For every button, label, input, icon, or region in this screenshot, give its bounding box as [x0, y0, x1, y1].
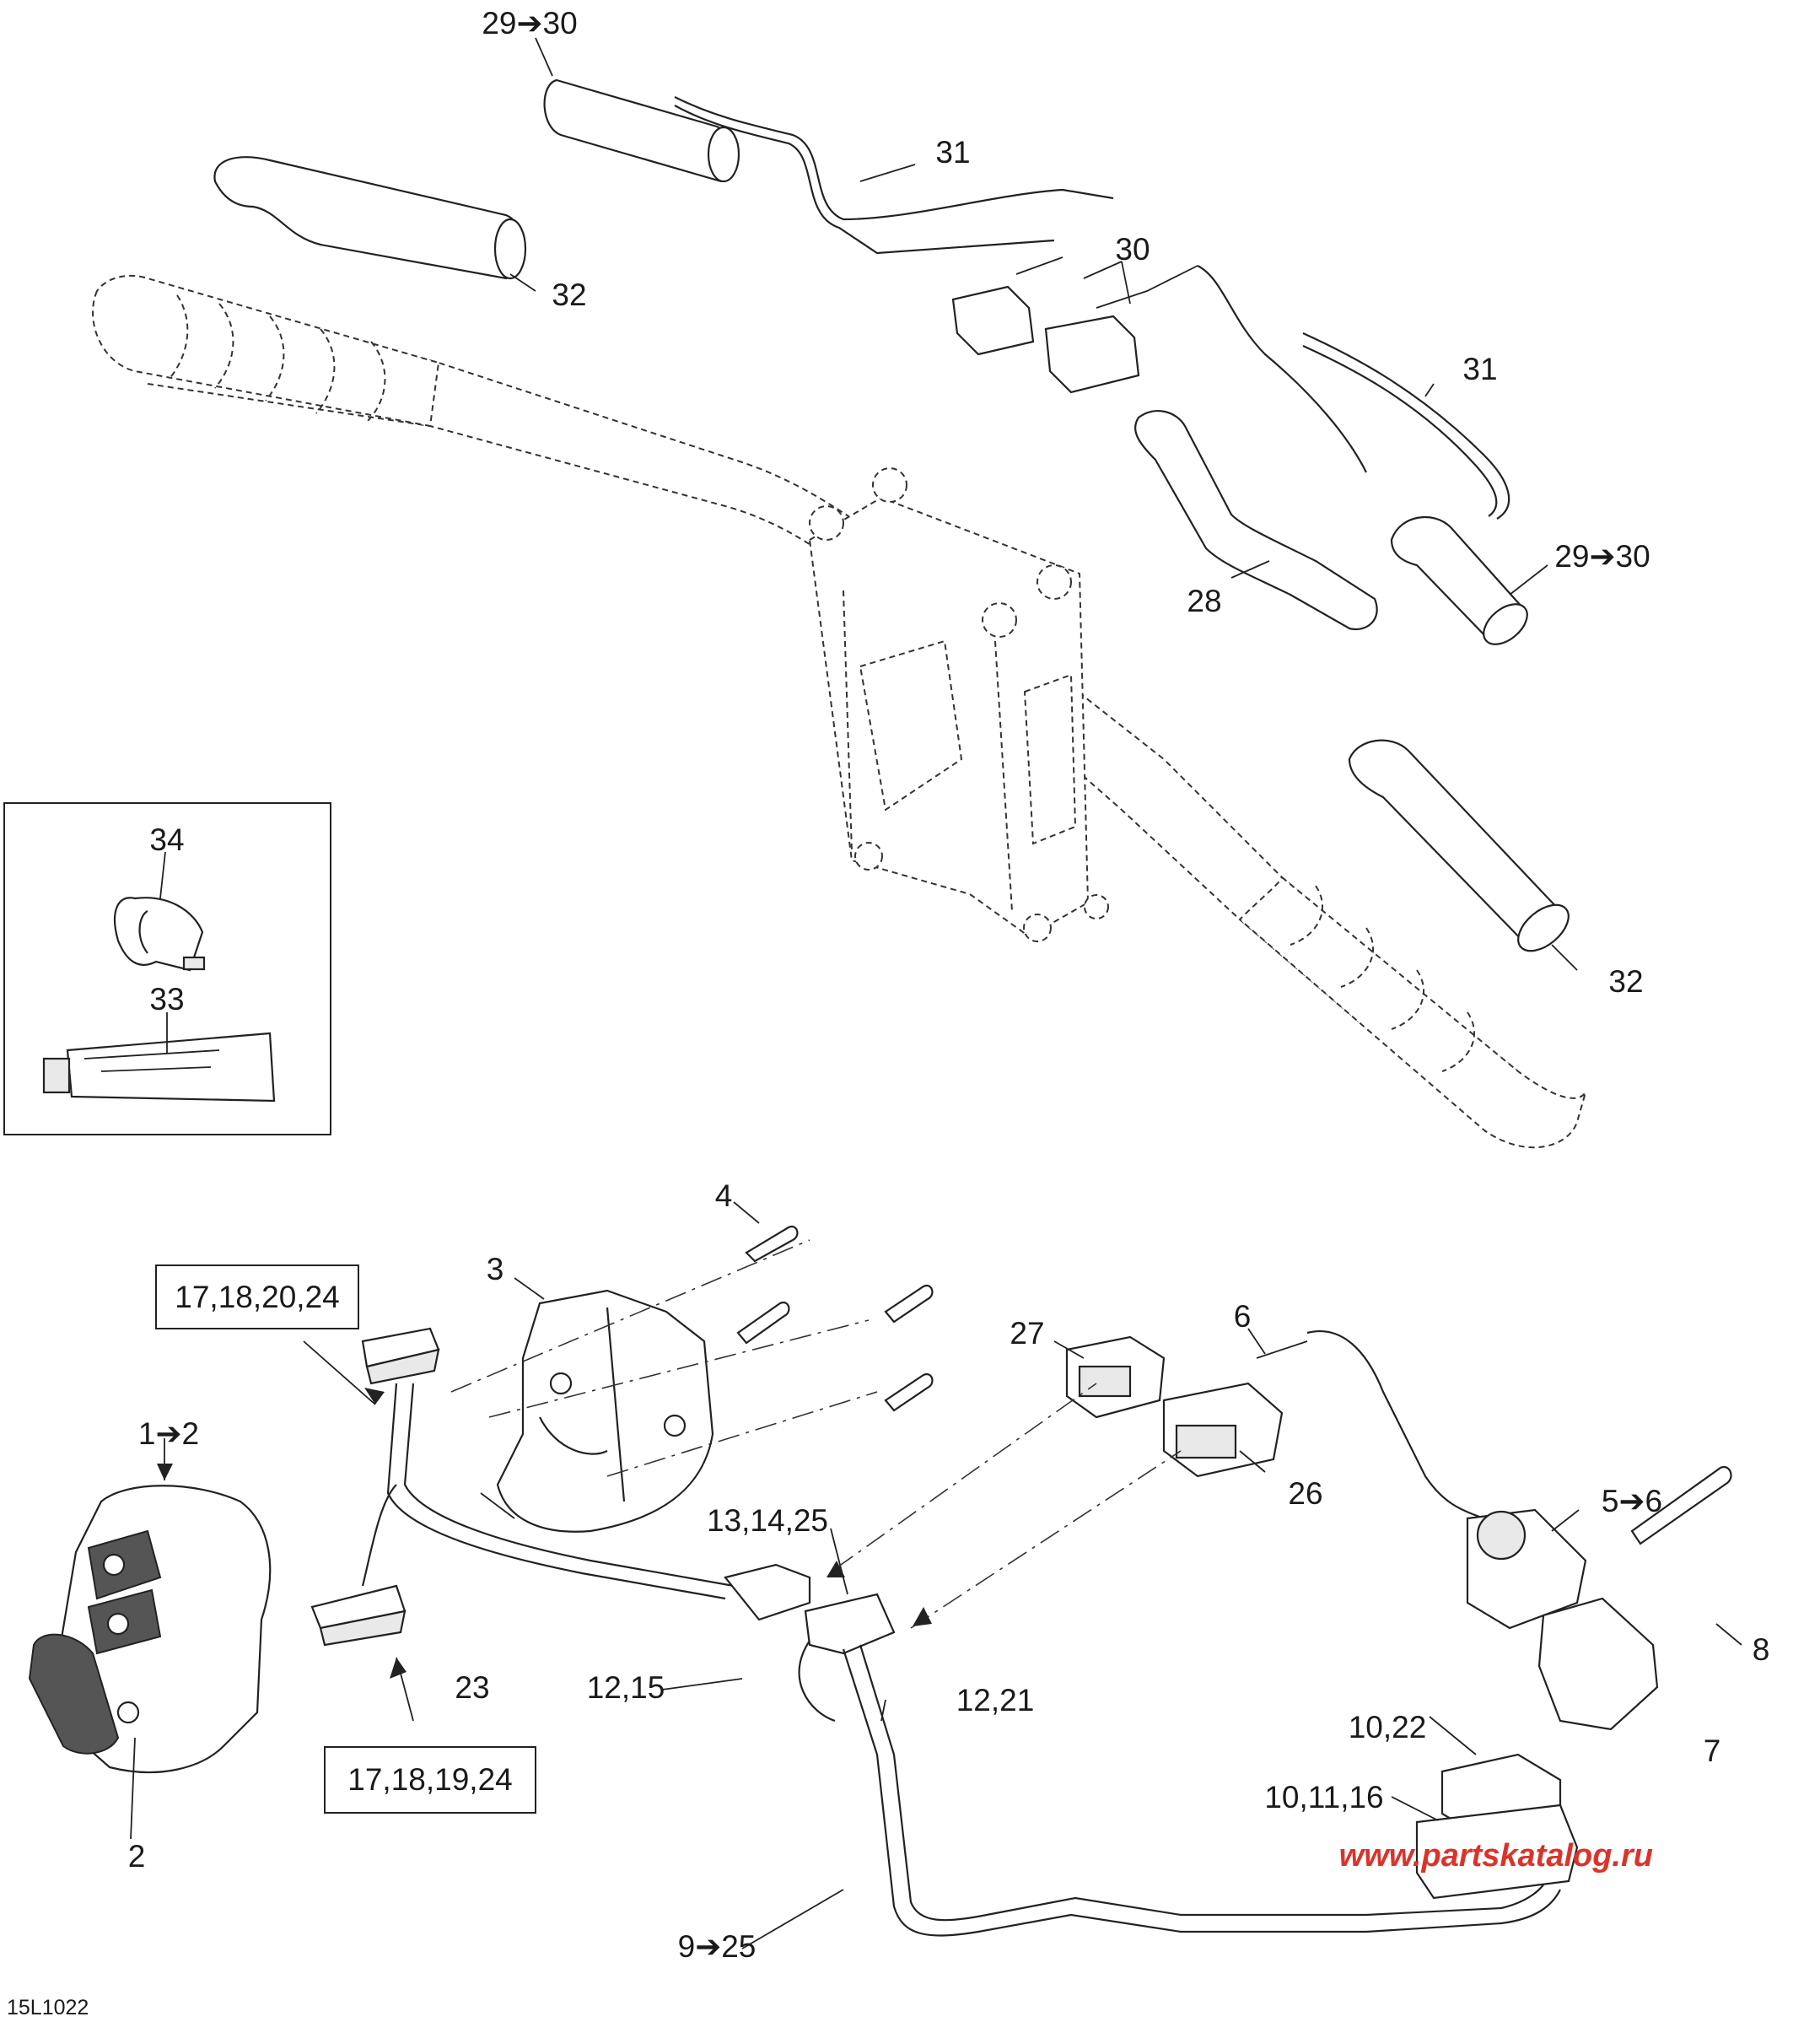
- callout-label: 4: [715, 1178, 733, 1213]
- connector-26: [1162, 1382, 1284, 1478]
- callout-label: 1➔2: [138, 1416, 199, 1451]
- boxed-callout-17-18-20-24: 17,18,20,24: [155, 1264, 359, 1329]
- callout-label: 26: [1288, 1476, 1322, 1511]
- callout-label: 10,22: [1349, 1710, 1427, 1744]
- callout-label: 7: [1704, 1734, 1721, 1768]
- wire-31-top: [674, 96, 1114, 255]
- housing-3: [496, 1289, 714, 1533]
- callout-label: 3: [487, 1252, 504, 1286]
- callout-label: 33: [149, 982, 184, 1016]
- callout-label: 30: [1115, 232, 1150, 267]
- pin-8: [1630, 1465, 1732, 1545]
- sealant-tube-33: [42, 1032, 276, 1103]
- heating-element-top: [543, 78, 740, 183]
- lever-7: [1537, 1597, 1659, 1731]
- callout-label: 2: [128, 1839, 146, 1874]
- boxed-label: 17,18,20,24: [175, 1280, 339, 1314]
- pins-4: [736, 1225, 934, 1412]
- connector-box-17-18-20-24: [361, 1327, 440, 1385]
- callout-label: 12,21: [956, 1683, 1035, 1717]
- heating-sleeve-32-right: [1348, 739, 1570, 952]
- callout-label: 27: [1010, 1316, 1044, 1351]
- connectors-30: [951, 256, 1367, 473]
- diagram-code: 15L1022: [7, 1996, 89, 2019]
- callout-label: 29➔30: [482, 6, 577, 40]
- harness-9-25: [724, 1563, 1561, 1937]
- callout-label: 9➔25: [678, 1929, 757, 1964]
- switch-5-6: [1466, 1508, 1587, 1630]
- wiring-harness-23: [361, 1383, 735, 1600]
- callout-label: 10,11,16: [1264, 1780, 1383, 1814]
- callout-label: 6: [1234, 1299, 1252, 1334]
- connector-27: [1065, 1335, 1166, 1419]
- boxed-callout-17-18-19-24: 17,18,19,24: [324, 1746, 536, 1814]
- cable-tie-34: [114, 897, 206, 972]
- handlebar-assembly: [92, 274, 1586, 1149]
- heating-element-28: [1134, 410, 1378, 631]
- connector-17-18-19-24: [310, 1584, 407, 1647]
- callout-label: 34: [149, 822, 184, 857]
- watermark-text: www.partskatalog.ru: [1339, 1838, 1653, 1874]
- callout-label: 23: [455, 1670, 489, 1705]
- callout-label: 8: [1753, 1632, 1770, 1667]
- wire-6: [1256, 1330, 1485, 1520]
- callout-labels: 29➔30 31 32 30 31 29➔30 28 34 33 32 4 3 …: [128, 6, 1770, 1964]
- heating-sleeve-29-30-right: [1390, 515, 1528, 645]
- callout-label: 31: [935, 135, 970, 170]
- callout-label: 28: [1187, 584, 1221, 618]
- callout-label: 13,14,25: [707, 1503, 828, 1538]
- callout-label: 32: [1608, 964, 1643, 999]
- callout-label: 29➔30: [1554, 539, 1650, 574]
- callout-label: 31: [1462, 352, 1497, 386]
- wire-31-right: [1302, 332, 1510, 520]
- module-10-22: [1415, 1753, 1579, 1900]
- boxed-label: 17,18,19,24: [347, 1762, 512, 1797]
- callout-label: 12,15: [587, 1670, 665, 1705]
- callout-label: 5➔6: [1602, 1484, 1662, 1518]
- kit-box: [3, 802, 331, 1135]
- heating-sleeve-32-top: [213, 156, 527, 280]
- throttle-switch-housing-1-2: [28, 1485, 272, 1774]
- callout-label: 32: [552, 278, 586, 312]
- leader-lines: [130, 37, 1742, 1949]
